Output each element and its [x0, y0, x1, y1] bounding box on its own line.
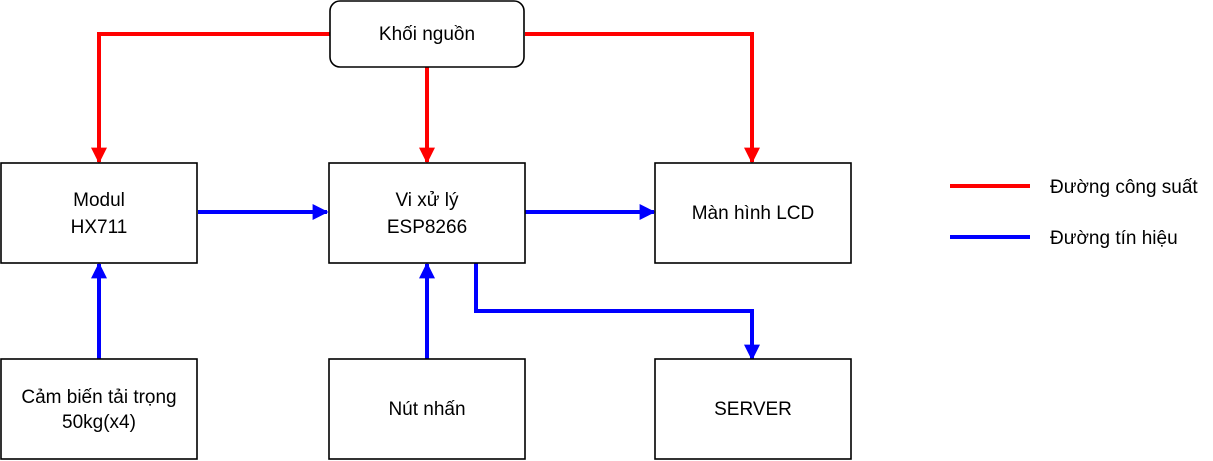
mcu-block: Vi xử lý ESP8266 [328, 162, 526, 264]
hx711-label-line2: HX711 [71, 217, 128, 238]
power-supply-block: Khối nguồn [329, 0, 525, 68]
signal-line-mcu-to-server [474, 263, 760, 361]
load-cell-label-line1: Cảm biến tải trọng [21, 387, 176, 408]
mcu-label-line2: ESP8266 [387, 217, 467, 238]
legend-signal-label: Đường tín hiệu [1050, 228, 1178, 249]
load-cell-block: Cảm biến tải trọng 50kg(x4) [0, 358, 198, 460]
load-cell-label-line2: 50kg(x4) [62, 412, 136, 433]
power-supply-label: Khối nguồn [379, 24, 475, 45]
server-block: SERVER [654, 358, 852, 460]
mcu-label-line1: Vi xử lý [395, 190, 459, 211]
server-label: SERVER [714, 399, 792, 420]
hx711-block: Modul HX711 [0, 162, 198, 264]
legend-power-label: Đường công suất [1050, 177, 1198, 198]
button-block: Nút nhấn [328, 358, 526, 460]
legend: Đường công suất Đường tín hiệu [950, 177, 1198, 249]
lcd-block: Màn hình LCD [654, 162, 852, 264]
lcd-label: Màn hình LCD [692, 203, 815, 224]
button-label: Nút nhấn [388, 399, 465, 420]
power-line-to-lcd [525, 32, 760, 164]
power-line-to-hx711 [91, 32, 330, 164]
hx711-label-line1: Modul [73, 190, 125, 211]
